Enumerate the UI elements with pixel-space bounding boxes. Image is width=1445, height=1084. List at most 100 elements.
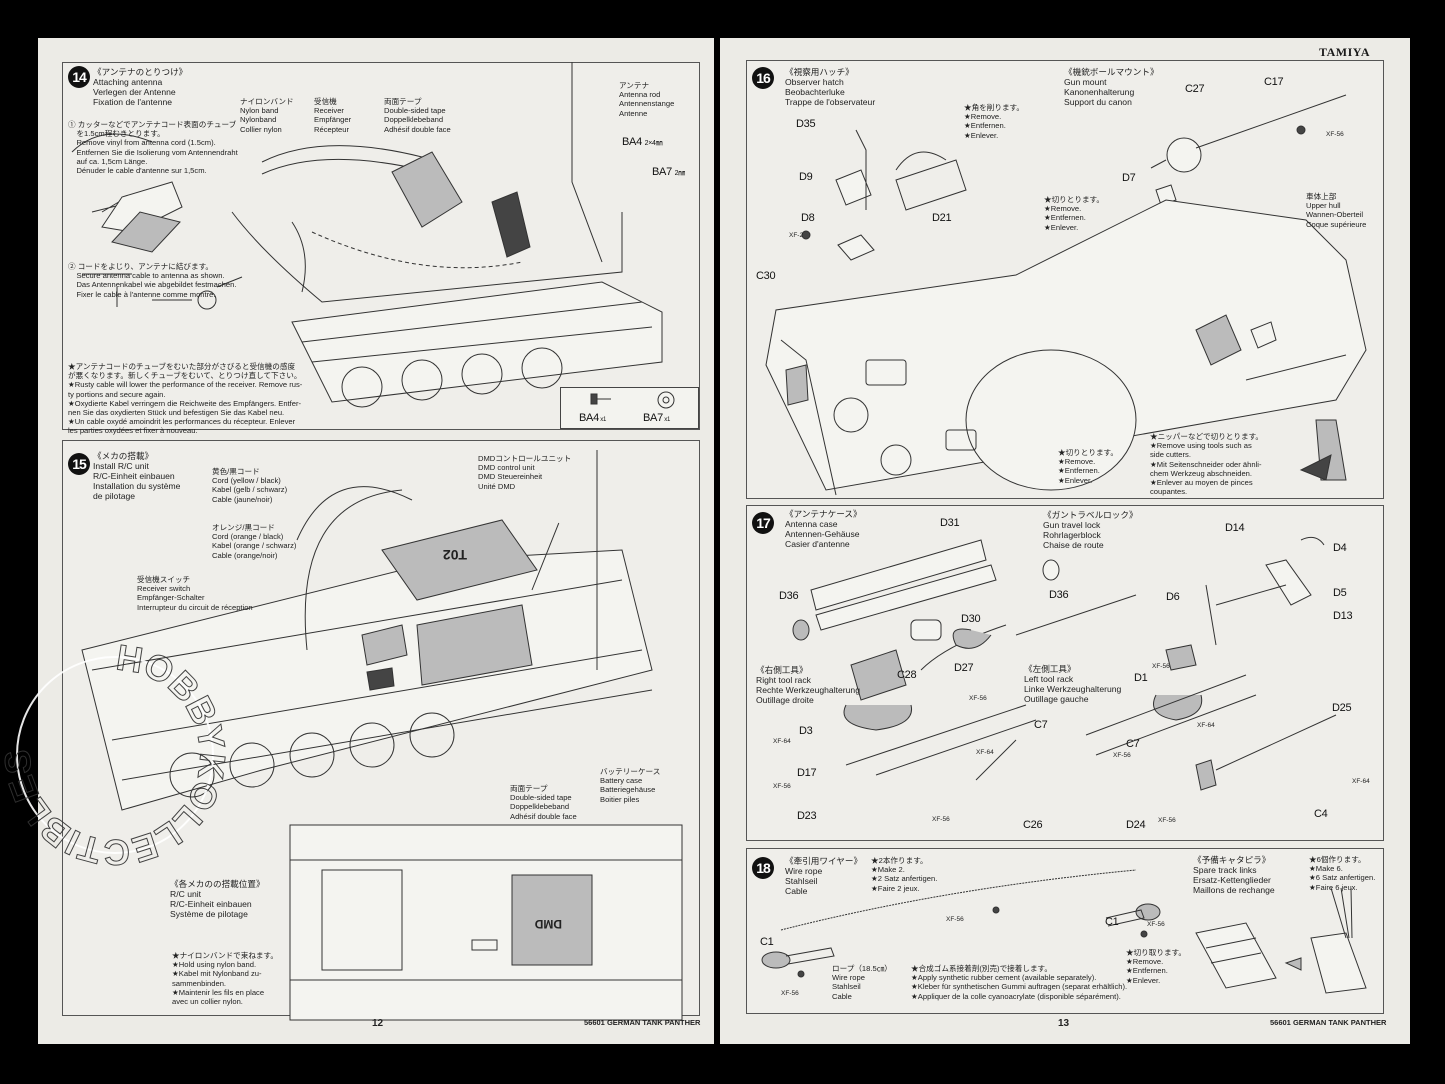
step-16-gun-mount: 《機銃ボールマウント》 Gun mount Kanonenhalterung S…	[1064, 67, 1159, 107]
part-d35: D35	[796, 118, 816, 130]
part-d31: D31	[940, 517, 960, 529]
part-d3: D3	[799, 725, 813, 737]
step-17-right-rack: 《右側工具》 Right tool rack Rechte Werkzeugha…	[756, 665, 860, 705]
label-upper-hull: 車体上部 Upper hull Wannen-Oberteil Coque su…	[1306, 192, 1367, 229]
part-d21: D21	[932, 212, 952, 224]
part-d23: D23	[797, 810, 817, 822]
part-d9: D9	[799, 171, 813, 183]
part-c17: C17	[1264, 76, 1284, 88]
label-dmd-control-unit: DMDコントロールユニット DMD control unit DMD Steue…	[478, 454, 572, 491]
step-18-panel	[746, 848, 1384, 1014]
label-double-sided-tape: 両面テープ Double-sided tape Doppelklebeband …	[384, 97, 451, 134]
watermark-text: HOBBYKOLLECTIBLES	[0, 636, 234, 874]
part-d4: D4	[1333, 542, 1347, 554]
label-antenna-rod: アンテナ Antenna rod Antennenstange Antenne	[619, 81, 675, 118]
part-c1-left: C1	[760, 936, 774, 948]
step-14-title: 《アンテナのとりつけ》 Attaching antenna Verlegen d…	[93, 67, 188, 107]
part-ba4-qty: x1	[600, 417, 607, 423]
label-double-sided-tape-15: 両面テープ Double-sided tape Doppelklebeband …	[510, 784, 577, 821]
label-ba7: BA7 2㎜	[652, 166, 685, 178]
screw-ba4-icon	[590, 391, 675, 409]
step-17-travel-lock: 《ガントラベルロック》 Gun travel lock Rohrlagerblo…	[1043, 510, 1138, 550]
step-14-warning: ★アンテナコードのチューブをむいた部分がさびると受信機の感度 が悪くなります。新…	[68, 362, 303, 436]
step-17-illustration	[792, 536, 1337, 791]
step-14-note-2: ② コードをよじり、アンテナに結びます。 Secure antenna cabl…	[68, 262, 237, 299]
ba7-text: BA7	[652, 166, 672, 178]
paint-xf56-rope: XF-56	[946, 916, 964, 923]
step-16-cutters-note: ★ニッパーなどで切りとります。 ★Remove using tools such…	[1150, 432, 1263, 497]
part-d13: D13	[1333, 610, 1353, 622]
step-16-remove-2: ★切りとります。 ★Remove. ★Entfernen. ★Enlever.	[1058, 448, 1118, 485]
paint-xf56-d1: XF-56	[1152, 663, 1170, 670]
step-16-number: 16	[752, 67, 774, 89]
part-d1: D1	[1134, 672, 1148, 684]
part-d36-right: D36	[1049, 589, 1069, 601]
step-18-make-2: ★2本作ります。 ★Make 2. ★2 Satz anfertigen. ★F…	[871, 856, 938, 893]
part-c26: C26	[1023, 819, 1043, 831]
part-d14: D14	[1225, 522, 1245, 534]
left-page-footer: 56601 GERMAN TANK PANTHER	[584, 1018, 701, 1027]
paint-xf56-d17: XF-56	[773, 783, 791, 790]
paint-xf64-c4: XF-64	[1352, 778, 1370, 785]
ba4-text: BA4	[622, 136, 642, 148]
paint-xf56-c4: XF-56	[1158, 817, 1176, 824]
label-ba4: BA4 2×4㎜	[622, 136, 663, 148]
paint-xf64-c26: XF-64	[976, 749, 994, 756]
ba7-size: 2㎜	[674, 170, 686, 177]
step-17-panel	[746, 505, 1384, 841]
paint-xf2: XF-2	[789, 232, 804, 239]
step-15-title: 《メカの搭載》 Install R/C unit R/C-Einheit ein…	[93, 451, 181, 501]
part-d30: D30	[961, 613, 981, 625]
step-16-remove-corner: ★角を削ります。 ★Remove. ★Entfernen. ★Enlever.	[964, 103, 1024, 140]
label-rc-unit-position: 《各メカのの搭載位置》 R/C unit R/C-Einheit einbaue…	[170, 879, 265, 919]
step-16-remove-1: ★切りとります。 ★Remove. ★Entfernen. ★Enlever.	[1044, 195, 1104, 232]
part-ba4-name: BA4	[579, 412, 599, 424]
part-ba7-name: BA7	[643, 412, 663, 424]
part-d6: D6	[1166, 591, 1180, 603]
part-d24: D24	[1126, 819, 1146, 831]
label-receiver: 受信機 Receiver Empfänger Récepteur	[314, 97, 352, 134]
right-page-number: 13	[1058, 1018, 1070, 1029]
step-18-spare-tracks: 《予備キャタピラ》 Spare track links Ersatz-Kette…	[1193, 855, 1275, 895]
right-page-footer: 56601 GERMAN TANK PANTHER	[1270, 1018, 1387, 1027]
step-18-rope-label: ロープ（18.5㎝） Wire rope Stahlseil Cable	[832, 964, 892, 1001]
paint-xf56-d27: XF-56	[969, 695, 987, 702]
label-battery-case: バッテリーケース Battery case Batteriegehäuse Bo…	[600, 767, 661, 804]
step-14-number: 14	[68, 66, 90, 88]
part-d7: D7	[1122, 172, 1136, 184]
part-c7-right: C7	[1034, 719, 1048, 731]
dmd-unit-print: T02	[443, 547, 467, 563]
step-18-title: 《牽引用ワイヤー》 Wire rope Stahlseil Cable	[785, 856, 863, 896]
part-d5: D5	[1333, 587, 1347, 599]
part-ba4: BA4 x1	[579, 412, 606, 424]
svg-text:HOBBYKOLLECTIBLES: HOBBYKOLLECTIBLES	[0, 636, 234, 873]
step-16-title: 《視察用ハッチ》 Observer hatch Beobachterluke T…	[785, 67, 876, 107]
parts-box-step-14: BA4 x1 BA7 x1	[560, 387, 699, 429]
part-c30: C30	[756, 270, 776, 282]
label-receiver-switch: 受信機スイッチ Receiver switch Empfänger-Schalt…	[137, 575, 253, 612]
part-ba7: BA7 x1	[643, 412, 670, 424]
step-16-illustration	[765, 94, 1367, 496]
watermark-stamp: HOBBYKOLLECTIBLES	[0, 636, 234, 874]
step-17-number: 17	[752, 512, 774, 534]
ba4-size: 2×4㎜	[644, 140, 663, 147]
label-nylon-band: ナイロンバンド Nylon band Nylonband Collier nyl…	[240, 97, 294, 134]
paint-xf56-c1-right: XF-56	[1147, 921, 1165, 928]
part-d27: D27	[954, 662, 974, 674]
paint-xf56-c7: XF-56	[1113, 752, 1131, 759]
step-18-number: 18	[752, 857, 774, 879]
step-18-cement-note: ★合成ゴム系接着剤(別売)で接着します。 ★Apply synthetic ru…	[911, 964, 1128, 1001]
step-18-make-6: ★6個作ります。 ★Make 6. ★6 Satz anfertigen. ★F…	[1309, 855, 1376, 892]
paint-xf64-d3: XF-64	[773, 738, 791, 745]
step-18-remove: ★切り取ります。 ★Remove. ★Entfernen. ★Enlever.	[1126, 948, 1186, 985]
part-d36-left: D36	[779, 590, 799, 602]
dmd-unit-print-2: DMD	[534, 917, 562, 931]
label-nylon-band-note: ★ナイロンバンドで束ねます。 ★Hold using nylon band. ★…	[172, 951, 278, 1007]
part-d17: D17	[797, 767, 817, 779]
step-15-number: 15	[68, 453, 90, 475]
step-17-title: 《アンテナケース》 Antenna case Antennen-Gehäuse …	[785, 509, 862, 549]
part-c1-right: C1	[1105, 916, 1119, 928]
step-18-illustration	[761, 869, 1367, 994]
paint-xf64-d25: XF-64	[1197, 722, 1215, 729]
step-14-note-1: ① カッターなどでアンテナコード表面のチューブ を1.5cm程むきとります。 R…	[68, 120, 238, 176]
